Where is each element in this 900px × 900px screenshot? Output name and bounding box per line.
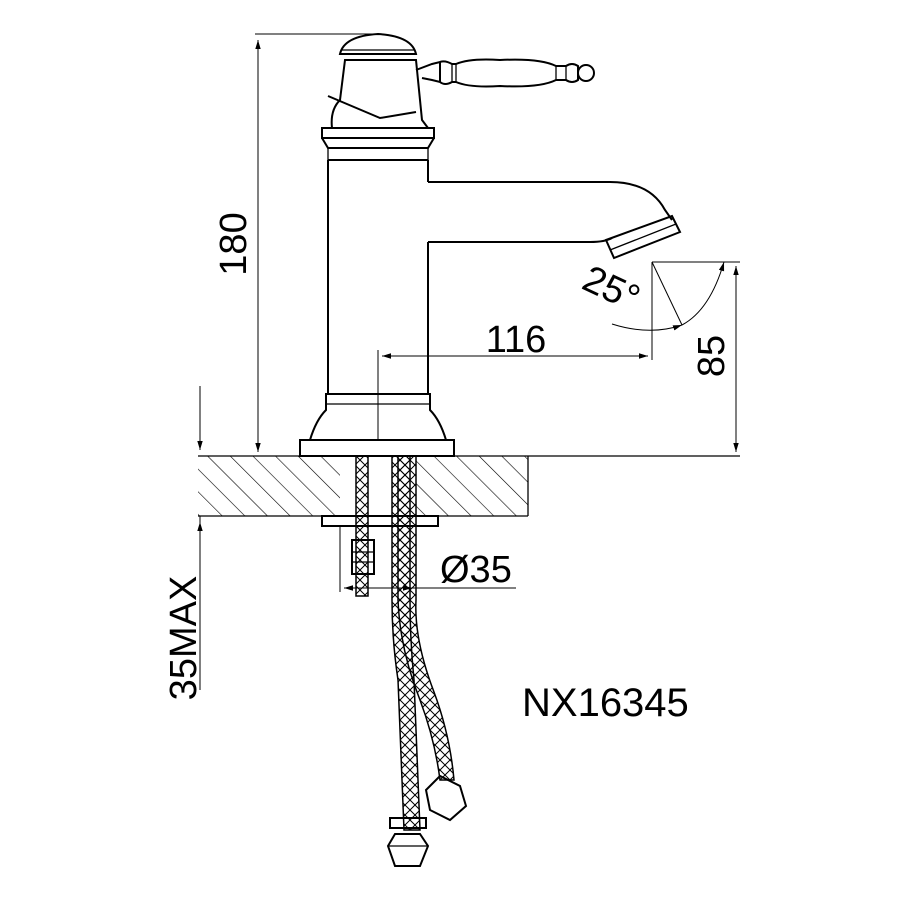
spout-height-label: 85 xyxy=(691,335,733,377)
angle-dimension: 25° xyxy=(576,258,725,331)
height-label: 180 xyxy=(213,212,255,275)
flexible-hose-right xyxy=(397,455,468,822)
angle-label: 25° xyxy=(576,258,646,320)
spout-height-dimension: 85 xyxy=(652,261,740,452)
diameter-label: Ø35 xyxy=(440,549,512,591)
thickness-label: 35MAX xyxy=(163,576,205,701)
model-number: NX16345 xyxy=(522,681,689,725)
faucet-body xyxy=(299,32,682,457)
counter-top-section xyxy=(198,455,740,517)
reach-dimension: 116 xyxy=(377,262,653,440)
diameter-dimension: Ø35 xyxy=(339,526,516,592)
height-dimension: 180 xyxy=(213,33,380,452)
reach-label: 116 xyxy=(486,319,547,361)
mounting-hardware xyxy=(321,455,439,597)
thickness-dimension: 35MAX xyxy=(163,386,205,700)
